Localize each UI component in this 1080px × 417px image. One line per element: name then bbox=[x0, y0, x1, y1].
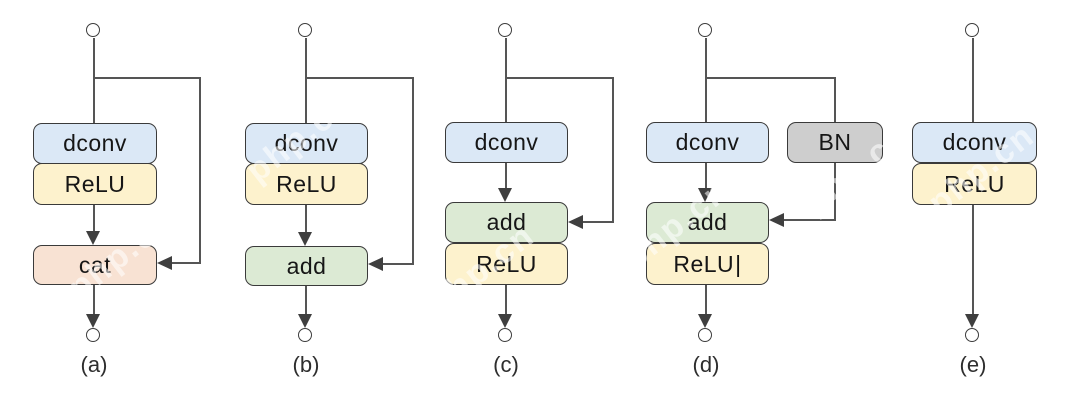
skip-connection-line bbox=[834, 77, 836, 122]
connector-line bbox=[705, 285, 707, 315]
add-block: add bbox=[445, 202, 568, 243]
diagram-caption: (b) bbox=[292, 352, 320, 377]
arrowhead-left-icon bbox=[157, 256, 172, 270]
dconv-block: dconv bbox=[445, 122, 568, 163]
connector-line bbox=[305, 38, 307, 124]
relu-block: ReLU bbox=[33, 163, 157, 205]
relu-label: ReLU bbox=[276, 170, 337, 197]
add-block: add bbox=[245, 246, 368, 286]
skip-connection-line bbox=[612, 77, 614, 223]
diagram-caption: (e) bbox=[959, 352, 987, 377]
skip-connection-line bbox=[94, 77, 201, 79]
diagram-caption: (d) bbox=[692, 352, 720, 377]
arrowhead-left-icon bbox=[769, 213, 784, 227]
skip-connection-line bbox=[383, 263, 412, 265]
input-node bbox=[298, 23, 312, 37]
dconv-label: dconv bbox=[675, 129, 740, 155]
arrowhead-down-icon bbox=[498, 314, 512, 328]
add-label: add bbox=[286, 252, 327, 279]
skip-connection-line bbox=[706, 77, 836, 79]
arrowhead-down-icon bbox=[698, 314, 712, 328]
cat-block: cat bbox=[33, 245, 157, 285]
arrowhead-down-icon bbox=[698, 188, 712, 202]
connector-line bbox=[505, 38, 507, 122]
bn-connector-line bbox=[784, 219, 835, 221]
relu-label: ReLU bbox=[673, 250, 735, 277]
input-node bbox=[498, 23, 512, 37]
skip-connection-line bbox=[199, 77, 201, 264]
dconv-block: dconv bbox=[912, 122, 1037, 163]
relu-block: ReLU bbox=[912, 163, 1037, 205]
arrowhead-left-icon bbox=[368, 257, 383, 271]
connector-line bbox=[305, 205, 307, 233]
skip-connection-line bbox=[583, 221, 612, 223]
output-node bbox=[698, 328, 712, 342]
relu-block: ReLU bbox=[445, 243, 568, 285]
skip-connection-line bbox=[306, 77, 414, 79]
add-label: add bbox=[486, 209, 527, 235]
input-node bbox=[86, 23, 100, 37]
diagram-caption: (c) bbox=[493, 352, 519, 377]
connector-line bbox=[93, 205, 95, 232]
output-node bbox=[86, 328, 100, 342]
dconv-label: dconv bbox=[942, 129, 1007, 155]
arrowhead-down-icon bbox=[498, 188, 512, 202]
connector-line bbox=[505, 285, 507, 315]
input-node bbox=[965, 23, 979, 37]
dconv-label: dconv bbox=[474, 129, 539, 155]
output-node bbox=[298, 328, 312, 342]
connector-line bbox=[972, 205, 974, 315]
cat-label: cat bbox=[78, 251, 112, 278]
add-label: add bbox=[687, 209, 728, 235]
relu-label: ReLU bbox=[64, 170, 126, 197]
bn-connector-line bbox=[834, 163, 836, 221]
dconv-block: dconv bbox=[646, 122, 769, 163]
bn-block: BN bbox=[787, 122, 883, 163]
arrowhead-down-icon bbox=[86, 231, 100, 245]
skip-connection-line bbox=[171, 262, 200, 264]
output-node bbox=[498, 328, 512, 342]
connector-line bbox=[93, 38, 95, 124]
output-node bbox=[965, 328, 979, 342]
dconv-label: dconv bbox=[63, 130, 127, 156]
dconv-block: dconv bbox=[33, 123, 157, 164]
connector-line bbox=[972, 38, 974, 122]
add-block: add bbox=[646, 202, 769, 243]
dconv-block: dconv bbox=[245, 123, 368, 164]
connector-line bbox=[505, 163, 507, 189]
arrowhead-left-icon bbox=[568, 215, 583, 229]
diagram-caption: (a) bbox=[80, 352, 108, 377]
connector-line bbox=[305, 286, 307, 315]
relu-label: ReLU bbox=[476, 250, 537, 277]
bn-label: BN bbox=[818, 129, 852, 155]
connector-line bbox=[93, 285, 95, 315]
connector-line bbox=[705, 163, 707, 189]
connector-line bbox=[705, 38, 707, 122]
skip-connection-line bbox=[412, 77, 414, 265]
skip-connection-line bbox=[506, 77, 614, 79]
arrowhead-down-icon bbox=[298, 314, 312, 328]
relu-block: ReLU| bbox=[646, 243, 769, 285]
relu-label: ReLU bbox=[944, 170, 1005, 197]
arrowhead-down-icon bbox=[965, 314, 979, 328]
text-cursor: | bbox=[735, 250, 742, 277]
input-node bbox=[698, 23, 712, 37]
relu-block: ReLU bbox=[245, 163, 368, 205]
arrowhead-down-icon bbox=[298, 232, 312, 246]
dconv-label: dconv bbox=[274, 130, 339, 156]
arrowhead-down-icon bbox=[86, 314, 100, 328]
